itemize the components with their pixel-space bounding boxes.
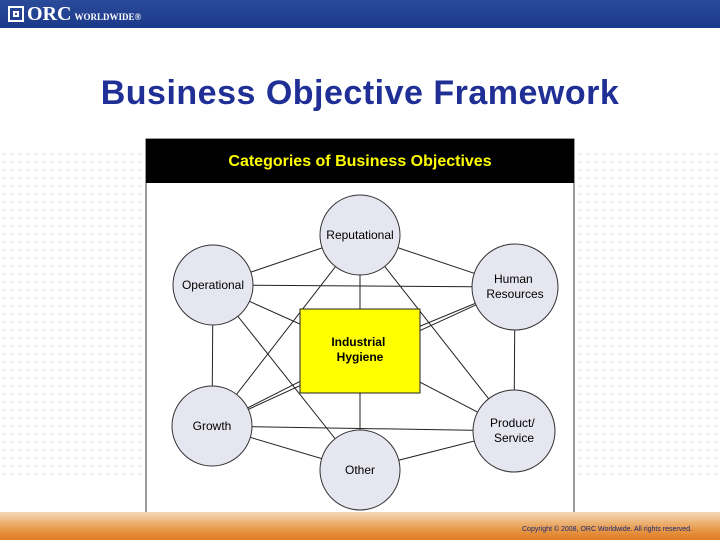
node-label: Product/ <box>490 416 535 430</box>
orc-logo: ORC WORLDWIDE® <box>8 2 142 25</box>
svg-text:Reputational: Reputational <box>326 228 393 242</box>
diagram-heading: Categories of Business Objectives <box>228 153 491 170</box>
node-label: Service <box>494 431 534 445</box>
connector-operational-human-resources <box>212 284 516 288</box>
diagram-heading-bar <box>146 139 574 183</box>
svg-text:Operational: Operational <box>182 278 244 292</box>
center-label: Industrial Hygiene <box>331 335 388 364</box>
header-bar: ORC WORLDWIDE® <box>0 0 720 28</box>
node-growth: Growth <box>171 385 253 467</box>
orc-logo-icon <box>8 6 24 22</box>
svg-text:Other: Other <box>345 463 375 477</box>
node-other: Other <box>319 429 401 511</box>
node-human-resources: Human Resources <box>471 243 559 331</box>
logo-name: ORC <box>27 2 72 25</box>
node-reputational: Reputational <box>319 194 401 276</box>
svg-text:Growth: Growth <box>193 419 232 433</box>
node-label: Reputational <box>326 228 393 242</box>
center-box <box>299 308 421 394</box>
node-label: Operational <box>182 278 244 292</box>
node-label: Resources <box>486 287 543 301</box>
footer-bar <box>0 512 720 540</box>
svg-text:Human Resources: Human Resources <box>486 272 543 301</box>
connector-growth-product-service <box>211 425 515 432</box>
copyright-text: Copyright © 2008, ORC Worldwide. All rig… <box>522 526 692 533</box>
slide-title: Business Objective Framework <box>100 74 620 112</box>
node-label: Other <box>345 463 375 477</box>
node-label: Growth <box>193 419 232 433</box>
logo-sub: WORLDWIDE® <box>74 12 142 22</box>
connector-reputational-product-service <box>359 234 515 432</box>
node-operational: Operational <box>172 244 254 326</box>
svg-text:Product/ Service: Product/ Service <box>490 416 538 445</box>
node-product-service: Product/ Service <box>472 389 556 473</box>
node-label: Human <box>494 272 533 286</box>
